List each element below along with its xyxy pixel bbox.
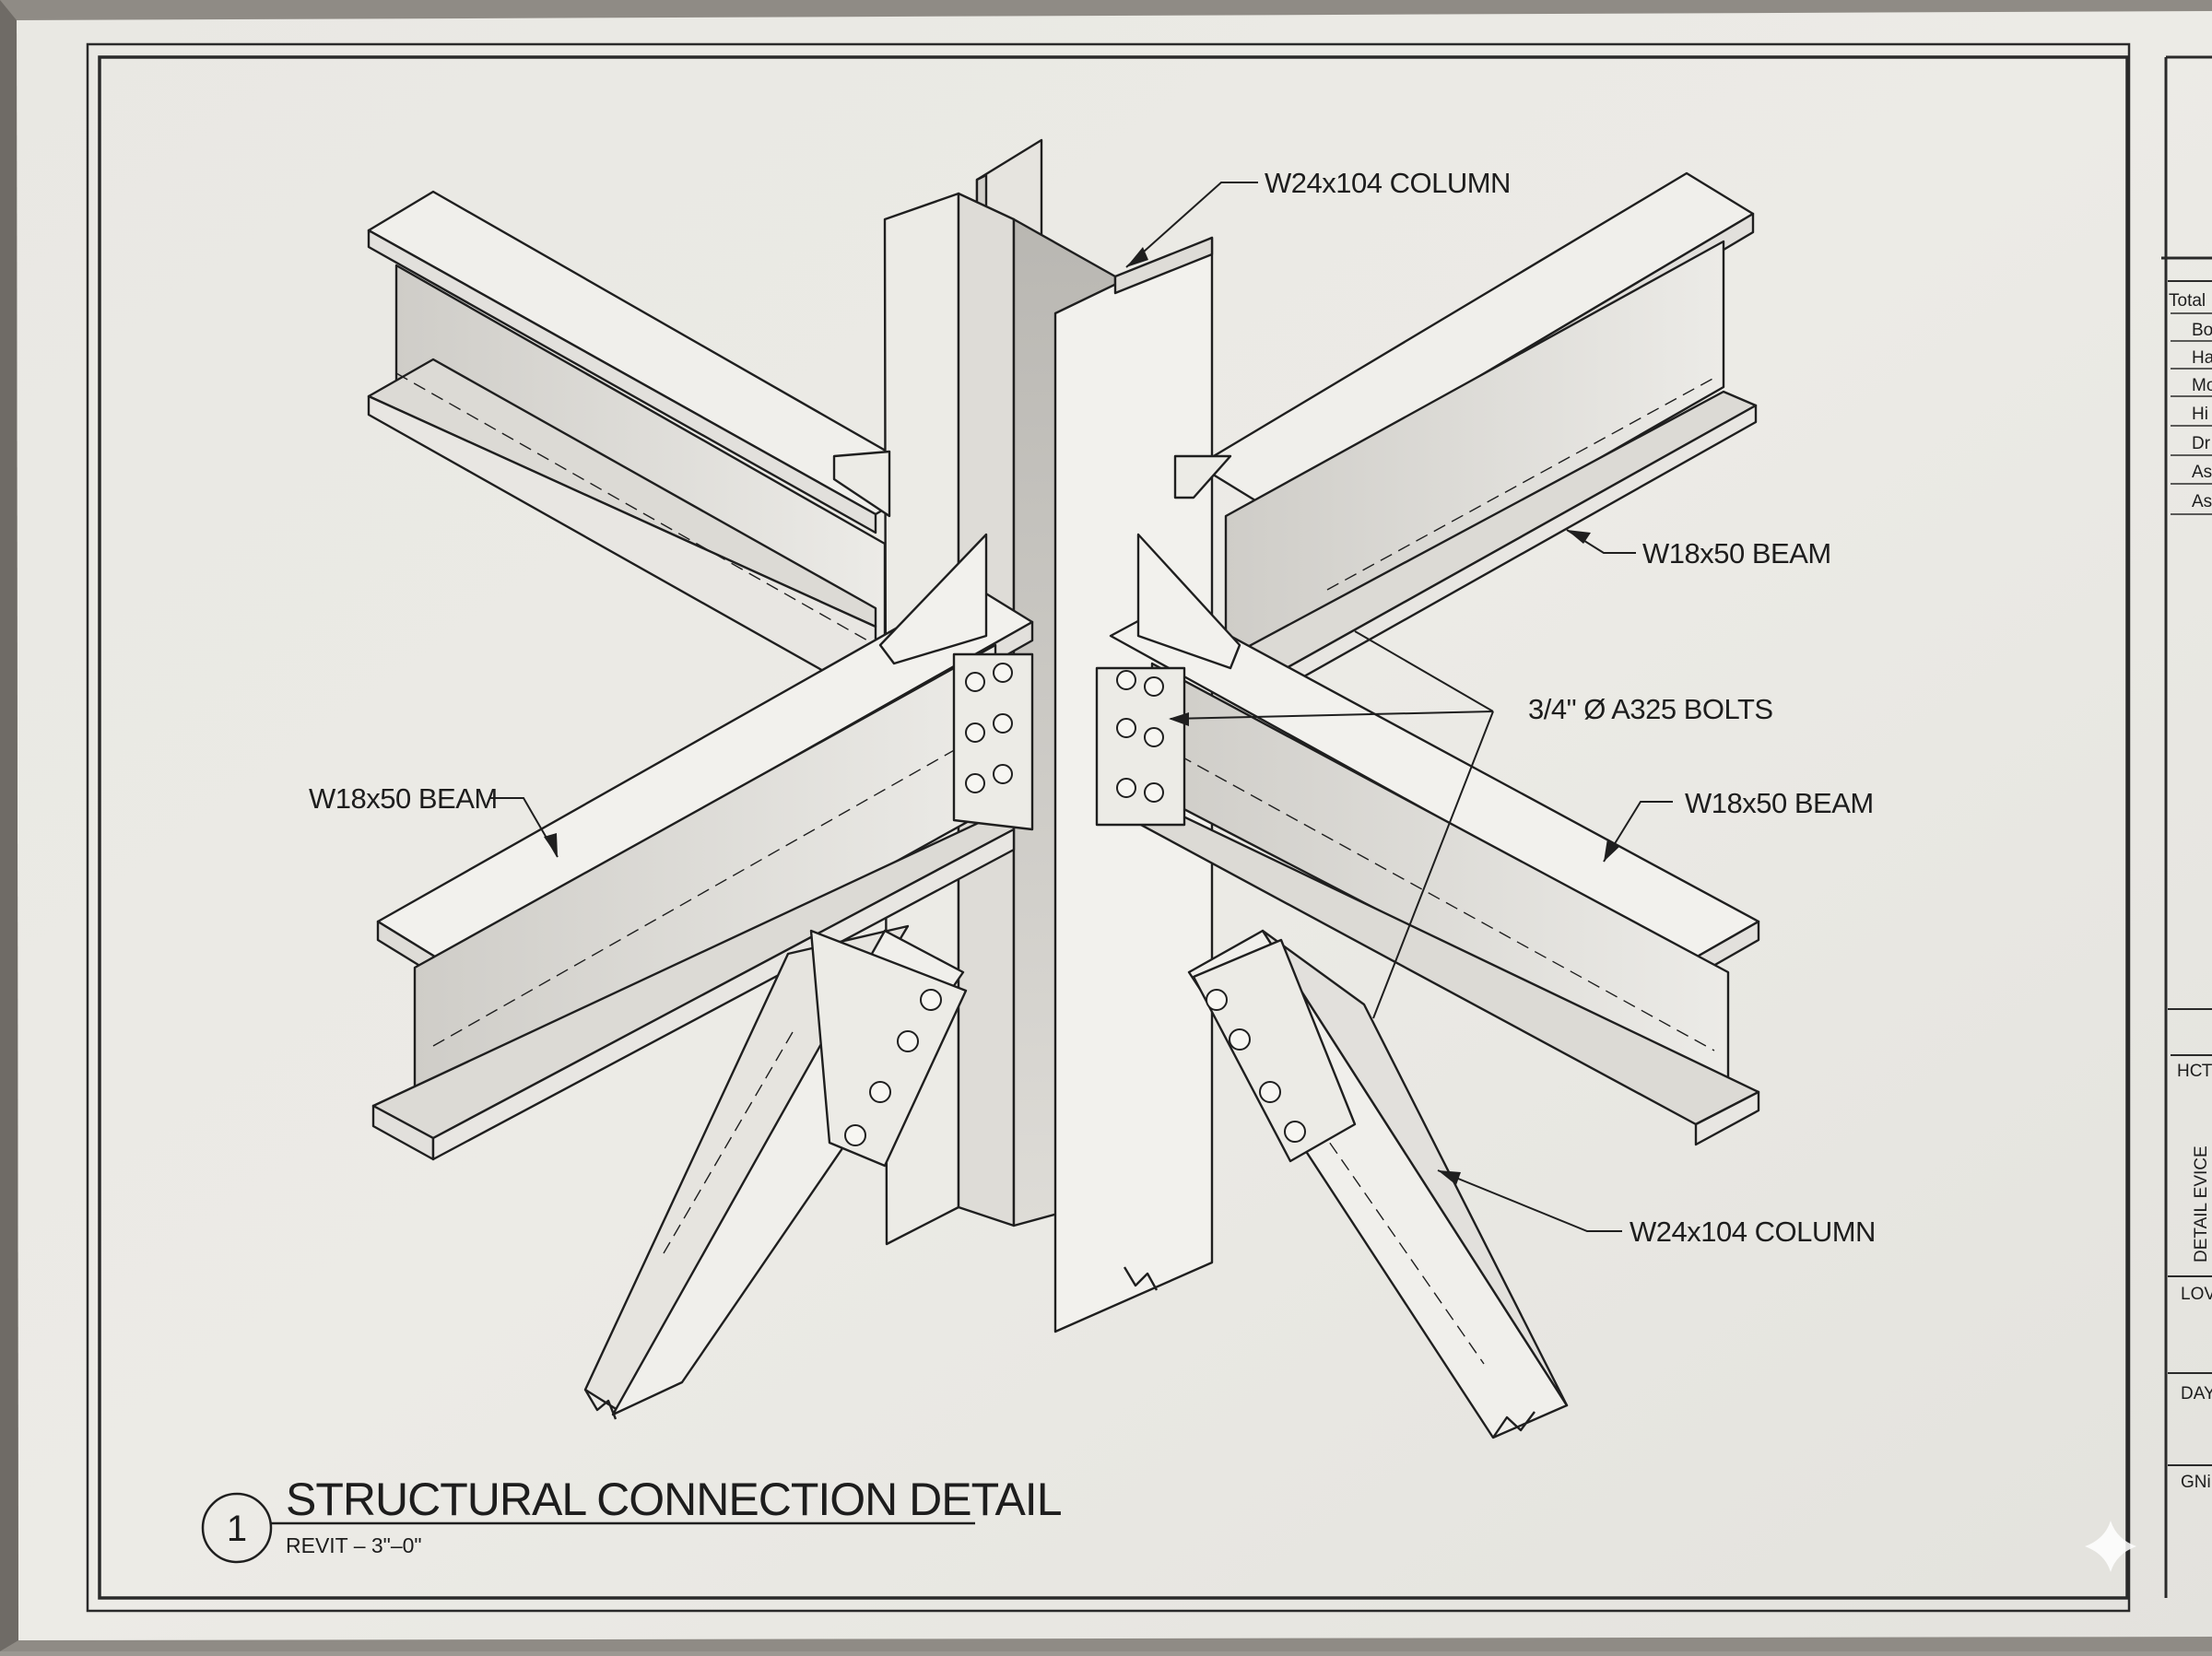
detail-number-bubble (201, 1492, 273, 1564)
bolt-icon (897, 1030, 919, 1052)
tb-low: LOV (2181, 1285, 2212, 1304)
bolt-icon (869, 1081, 891, 1103)
arrowhead-icon (1567, 530, 1591, 544)
tb-gn: GNi (2181, 1473, 2211, 1492)
bolt-icon (1144, 727, 1164, 747)
label-column-top: W24x104 COLUMN (1265, 167, 1511, 199)
leader-column-top (1125, 182, 1258, 268)
tb-row: Hi (2192, 405, 2208, 424)
drawing-title: STRUCTURAL CONNECTION DETAIL (286, 1474, 1062, 1525)
leader-column-bottom (1437, 1169, 1622, 1232)
arrowhead-icon (1438, 1170, 1461, 1185)
tb-row: Bo (2192, 321, 2212, 340)
bolt-icon (993, 713, 1013, 734)
arrowhead-icon (544, 833, 558, 857)
leader-bolts (1170, 711, 1494, 720)
bolt-icon (1284, 1121, 1306, 1143)
arrowhead-icon (1169, 712, 1189, 726)
arrowhead-icon (1126, 247, 1148, 267)
sparkle-icon (2085, 1521, 2136, 1572)
tb-table-header: Total (2169, 291, 2206, 311)
bolt-icon (1116, 718, 1136, 738)
sheet-border (86, 42, 2131, 1613)
tb-row: Mo (2192, 376, 2212, 395)
bolt-icon (1116, 778, 1136, 798)
leader-bolts (1372, 711, 1494, 1019)
drawing-scale: REVIT – 3"–0" (286, 1533, 422, 1557)
beam-back-right (1196, 171, 1758, 707)
tb-row: As (2192, 463, 2212, 482)
detail-number: 1 (227, 1509, 247, 1549)
tb-row: Dr (2192, 434, 2211, 453)
bolt-icon (993, 663, 1013, 683)
tb-label-top: НСТІ (2177, 1062, 2212, 1081)
label-beam-right: W18x50 BEAM (1685, 787, 1874, 819)
leader-arrowheads (544, 247, 1620, 1185)
beam-front-right (1109, 602, 1760, 1146)
label-beam-left: W18x50 BEAM (309, 782, 498, 815)
bolt-icon (1116, 670, 1136, 690)
beam-front-left (371, 583, 1034, 1161)
bolt-icon (1259, 1081, 1281, 1103)
bolt-icon (965, 672, 985, 692)
beam-back-left (367, 190, 937, 702)
bolt-icon (920, 989, 942, 1011)
title-block (2161, 55, 2212, 1598)
tb-row: As (2192, 492, 2212, 511)
bolt-icon (965, 773, 985, 793)
label-beam-upper-right: W18x50 BEAM (1642, 537, 1831, 570)
bolt-icon (1144, 782, 1164, 803)
bolt-icon (993, 764, 1013, 784)
bolt-icon (1229, 1028, 1251, 1051)
bolt-icon (844, 1124, 866, 1146)
tb-vertical-label: DETAIL EVICE (2192, 1145, 2211, 1263)
bolt-icon (1206, 989, 1228, 1011)
arrowhead-icon (1604, 839, 1620, 862)
tb-day: DAY (2181, 1384, 2212, 1403)
bolt-icon (1144, 676, 1164, 697)
leader-bolts (1354, 630, 1494, 712)
drawing-title-block: 1 STRUCTURAL CONNECTION DETAIL REVIT – 3… (201, 1474, 1063, 1564)
label-column-bottom: W24x104 COLUMN (1630, 1216, 1876, 1248)
bolt-icon (965, 722, 985, 743)
leader-beam-right (1603, 801, 1673, 863)
label-bolts: 3/4" Ø A325 BOLTS (1528, 693, 1773, 725)
tb-row: Ha (2192, 348, 2212, 368)
bolts-group (844, 663, 1306, 1146)
